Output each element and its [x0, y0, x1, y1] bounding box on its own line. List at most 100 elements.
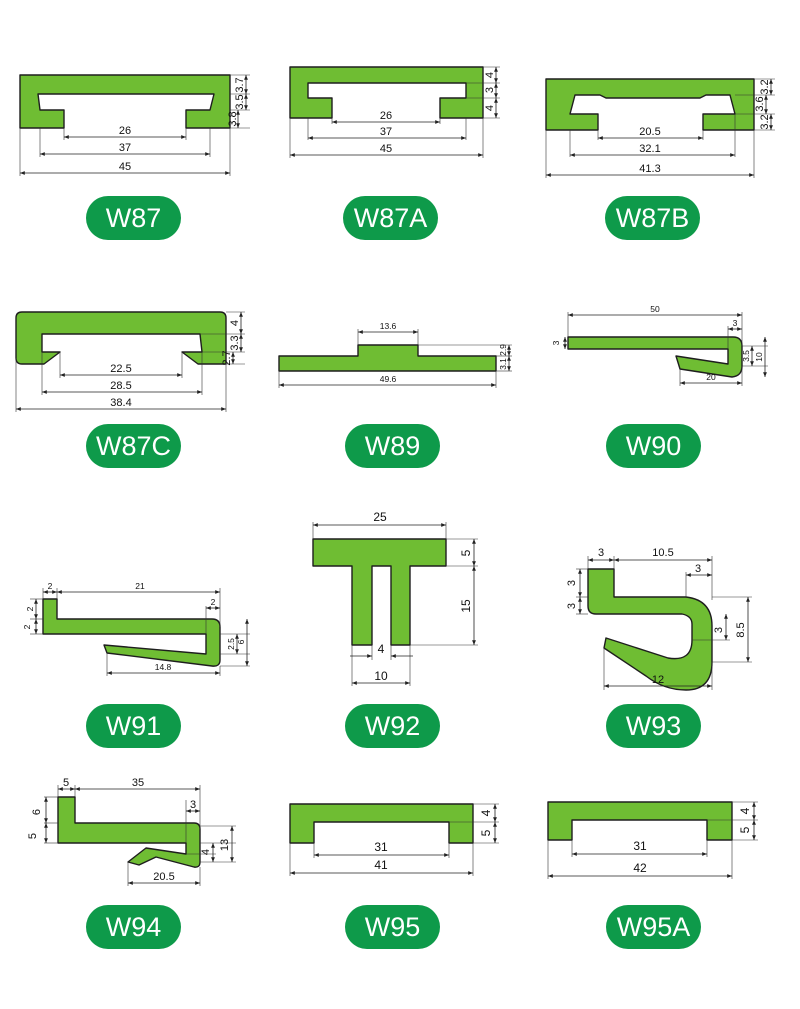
dim-text: 4: [378, 642, 385, 656]
dim-text: 5: [459, 549, 473, 556]
dim-text: 3: [566, 580, 578, 586]
profile-w89-shape: [278, 344, 497, 372]
dim-text: 8.5: [735, 622, 747, 637]
profile-w87a-drawing: 26 37 45 4 3 4: [289, 66, 500, 158]
dim-text: 32.1: [639, 143, 660, 155]
dim-text: 4: [200, 849, 212, 855]
dim-text: 20.5: [639, 126, 660, 138]
dim-text: 45: [119, 161, 131, 173]
dim-text: 31: [374, 840, 388, 854]
dim-text: 22.5: [110, 363, 131, 375]
dim-text: 20.5: [153, 871, 174, 883]
dim-text: 5: [27, 833, 39, 839]
profile-w94-drawing: 5 35 6 5 3 4 13 20.5: [27, 777, 236, 886]
dim-text: 3: [190, 799, 196, 811]
dim-text: 41.3: [639, 163, 660, 175]
dim-text: 3: [566, 603, 578, 609]
dim-text: 2.5: [226, 638, 236, 650]
profile-w93-shape: [587, 568, 713, 691]
dim-text: 4: [479, 809, 493, 816]
dim-text: 2: [22, 624, 32, 629]
dim-text: 2.9: [498, 344, 508, 356]
dim-text: 2: [48, 581, 53, 591]
dim-text: 4: [738, 807, 752, 814]
dim-text: 49.6: [380, 374, 397, 384]
dim-text: 37: [380, 126, 392, 138]
dim-text: 31: [633, 839, 647, 853]
dim-text: 3: [713, 627, 725, 633]
dim-text: 37: [119, 142, 131, 154]
dim-text: 35: [132, 777, 144, 789]
dim-text: 3.7: [234, 77, 246, 92]
dim-text: 26: [119, 125, 131, 137]
profile-label-badge: W87C: [86, 424, 181, 468]
profile-w95a-drawing: 4 5 31 42: [547, 801, 758, 879]
dim-text: 3: [484, 87, 496, 93]
profile-w92-shape: [312, 538, 447, 646]
profile-label-badge: W89: [345, 424, 440, 468]
dim-text: 5: [63, 777, 69, 789]
dim-text: 6: [236, 639, 246, 644]
dim-text: 5: [738, 826, 752, 833]
profile-w87c-drawing: 22.5 28.5 38.4 4 3.3 2.7: [15, 311, 245, 412]
profile-w89-drawing: 13.6 49.6 2.9 3.1: [278, 321, 512, 388]
dim-text: 26: [380, 110, 392, 122]
profile-w91-drawing: 2 21 2 2 2 2.5 6 14.8: [22, 581, 250, 676]
dim-text: 2.7: [221, 350, 233, 365]
dim-text: 10: [374, 669, 388, 683]
profile-w93-drawing: 3 10.5 3 3 3 3 8.5 12: [566, 547, 752, 691]
dim-text: 3.8: [227, 111, 239, 126]
dim-text: 4: [229, 320, 241, 326]
dim-text: 13: [219, 839, 231, 851]
profile-label-badge: W87B: [605, 196, 700, 240]
dim-text: 50: [650, 304, 660, 314]
dim-text: 3.2: [759, 114, 771, 129]
profile-label-badge: W90: [606, 424, 701, 468]
profile-w95-shape: [289, 803, 474, 844]
profile-label-badge: W93: [606, 704, 701, 748]
dim-text: 38.4: [110, 397, 131, 409]
profile-w91-shape: [42, 598, 221, 667]
dim-text: 3: [551, 340, 561, 345]
dim-text: 5: [479, 829, 493, 836]
profile-w87b-drawing: 20.5 32.1 41.3 3.2 3.6 3.2: [545, 78, 775, 178]
dim-text: 3.5: [741, 350, 751, 362]
dim-text: 42: [633, 861, 647, 875]
profile-w87b-shape: [545, 78, 755, 131]
dim-text: 3.2: [759, 79, 771, 94]
dim-text: 20: [706, 372, 716, 382]
dim-text: 45: [380, 143, 392, 155]
profile-w94-shape: [57, 796, 201, 868]
profile-w95-drawing: 4 5 31 41: [289, 803, 499, 876]
dim-text: 12: [652, 674, 664, 686]
profile-w87c-shape: [15, 311, 227, 365]
dim-text: 3.6: [754, 96, 766, 111]
profile-w90-drawing: 50 3 3 3.5 10 20: [551, 304, 768, 386]
dim-text: 3.5: [234, 94, 246, 109]
profile-label-badge: W94: [86, 905, 181, 949]
profile-w90-shape: [567, 336, 743, 378]
dim-text: 3.3: [229, 335, 241, 350]
profile-w87-drawing: 26 37 45 3.7 3.8 3.5: [19, 74, 250, 176]
dim-text: 4: [484, 72, 496, 78]
profile-w95a-shape: [547, 801, 733, 841]
dim-text: 3: [598, 547, 604, 559]
profile-label-badge: W87A: [343, 196, 438, 240]
dim-text: 41: [374, 858, 388, 872]
profile-label-badge: W95: [345, 905, 440, 949]
dim-text: 2: [211, 597, 216, 607]
dim-text: 25: [373, 510, 387, 524]
dim-text: 3: [733, 318, 738, 328]
dim-text: 10.5: [652, 547, 673, 559]
dim-text: 3: [695, 563, 701, 575]
dim-text: 10: [754, 352, 764, 362]
dim-text: 21: [135, 581, 145, 591]
profile-label-badge: W95A: [606, 905, 701, 949]
dim-text: 28.5: [110, 380, 131, 392]
dim-text: 2: [25, 606, 35, 611]
dim-text: 4: [484, 105, 496, 111]
dim-text: 6: [31, 809, 43, 815]
dim-text: 15: [459, 599, 473, 613]
dim-text: 13.6: [380, 321, 397, 331]
